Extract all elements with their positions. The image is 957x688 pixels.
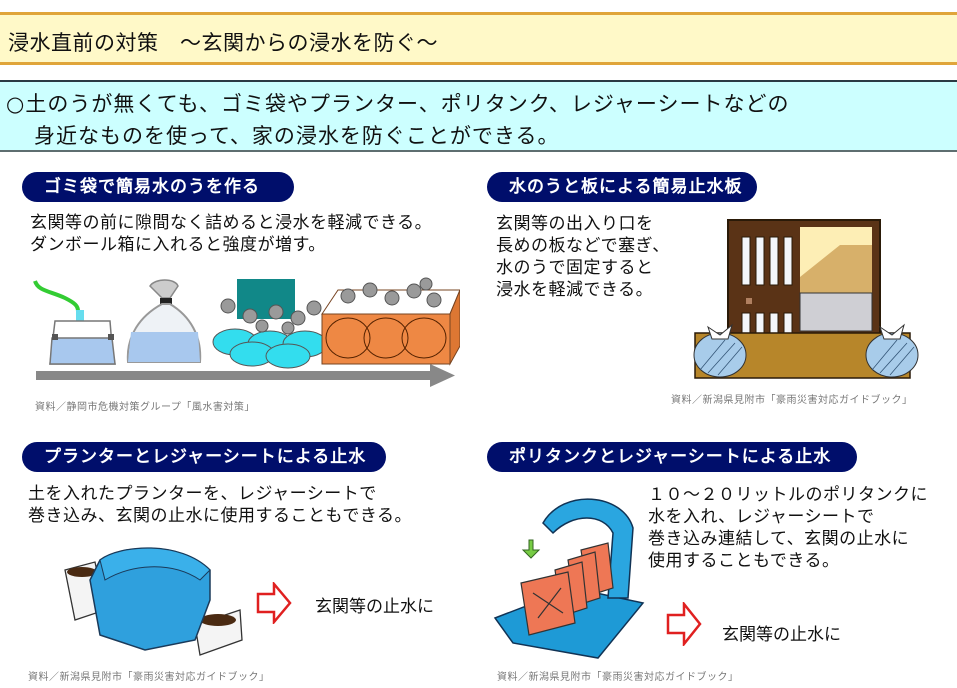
credit-water-tank: 資料／新潟県見附市「豪雨災害対応ガイドブック」 [497, 672, 739, 683]
section-desc-planter: 土を入れたプランターを、レジャーシートで 巻き込み、玄関の止水に使用することもで… [28, 484, 412, 526]
lead-line-2: 身近なものを使って、家の浸水を防ぐことができる。 [34, 124, 560, 148]
section-desc-garbage-bag: 玄関等の前に隙間なく詰めると浸水を軽減できる。 ダンボール箱に入れると強度が増す… [30, 213, 433, 255]
lead-line-1: ○土のうが無くても、ゴミ袋やプランター、ポリタンク、レジャーシートなどの [6, 92, 790, 116]
page-title: 浸水直前の対策 ～玄関からの浸水を防ぐ～ [8, 31, 438, 55]
credit-garbage-bag: 資料／静岡市危機対策グループ「風水害対策」 [35, 402, 255, 413]
lead-band: ○土のうが無くても、ゴミ袋やプランター、ポリタンク、レジャーシートなどの 身近な… [0, 80, 957, 152]
planter-sheet-illustration [64, 547, 243, 656]
result-text-planter: 玄関等の止水に [315, 597, 434, 617]
section-label-planter: プランターとレジャーシートによる止水 [22, 442, 386, 472]
door-board-water-bag-illustration [693, 219, 919, 379]
credit-planter: 資料／新潟県見附市「豪雨災害対応ガイドブック」 [28, 672, 270, 683]
garbage-bag-sandbag-illustration [33, 277, 460, 387]
water-tank-sheet-illustration [493, 498, 645, 659]
result-text-water-tank: 玄関等の止水に [722, 625, 841, 645]
section-desc-door-board: 玄関等の出入り口を 長めの板などで塞ぎ、 水のうで固定すると 浸水を軽減できる。 [496, 214, 670, 300]
section-label-garbage-bag: ゴミ袋で簡易水のうを作る [22, 172, 294, 202]
section-label-door-board: 水のうと板による簡易止水板 [487, 172, 757, 202]
arrow-right-icon [666, 602, 702, 646]
credit-door-board: 資料／新潟県見附市「豪雨災害対応ガイドブック」 [671, 395, 913, 406]
section-desc-water-tank: １０～２０リットルのポリタンクに 水を入れ、レジャーシートで 巻き込み連結して、… [648, 485, 928, 571]
title-bar: 浸水直前の対策 ～玄関からの浸水を防ぐ～ [0, 12, 957, 65]
arrow-right-icon [256, 582, 292, 624]
section-label-water-tank: ポリタンクとレジャーシートによる止水 [487, 442, 857, 472]
